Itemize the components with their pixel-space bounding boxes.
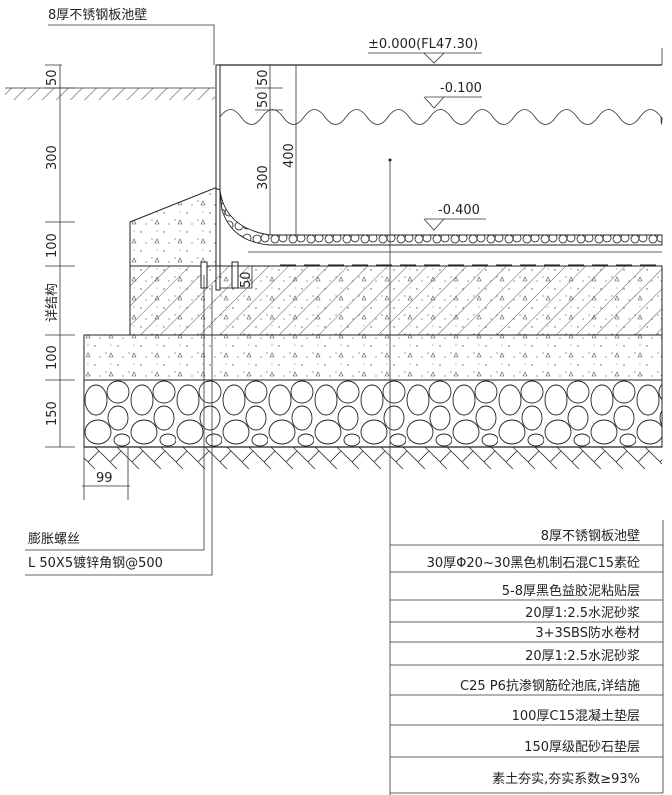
angle-leader bbox=[25, 285, 213, 576]
layer-label: 8厚不锈钢板池壁 bbox=[541, 529, 640, 544]
pebble-layer bbox=[219, 189, 663, 246]
layer-label: 20厚1:2.5水泥砂浆 bbox=[525, 606, 640, 621]
layer-label: 150厚级配砂石垫层 bbox=[524, 739, 640, 755]
water-surface bbox=[219, 109, 663, 125]
water-marker-icon bbox=[423, 96, 445, 109]
layer-label: 素土夯实,夯实系数≥93% bbox=[492, 772, 640, 787]
inner-dim-c: 300 bbox=[256, 165, 271, 190]
dim-100: 100 bbox=[45, 233, 60, 258]
layer-label: C25 P6抗渗钢筋砼池底,详结施 bbox=[460, 678, 640, 694]
wall-label: 8厚不锈钢板池壁 bbox=[48, 8, 147, 23]
layer-label: 5-8厚黑色益胶泥粘贴层 bbox=[502, 583, 640, 599]
left-dim-ticks bbox=[45, 64, 75, 448]
elevation-top: ±0.000(FL47.30) bbox=[368, 37, 478, 52]
concrete-wedge bbox=[129, 187, 221, 267]
elevation-marker-icon bbox=[423, 52, 445, 64]
leader-dot bbox=[388, 158, 392, 162]
bottom-marker-icon bbox=[423, 218, 445, 231]
wall-leader bbox=[48, 24, 215, 65]
angle-label: L 50X5镀锌角钢@500 bbox=[28, 555, 163, 571]
angle-steel bbox=[219, 265, 253, 289]
layer-label: 30厚Φ20~30黑色机制石混C15素砼 bbox=[427, 555, 640, 571]
layer-list: 8厚不锈钢板池壁 30厚Φ20~30黑色机制石混C15素砼 5-8厚黑色益胶泥粘贴层… bbox=[390, 529, 663, 787]
dim-300: 300 bbox=[45, 145, 60, 170]
layer-label: 3+3SBS防水卷材 bbox=[535, 625, 640, 641]
bolt-leader bbox=[25, 275, 205, 551]
bolt-label: 膨胀螺丝 bbox=[28, 532, 80, 547]
inner-dim-a: 50 bbox=[256, 69, 271, 86]
footing-dim: 99 bbox=[96, 471, 113, 486]
gravel-layer bbox=[83, 379, 663, 448]
dim-100b: 100 bbox=[45, 345, 60, 370]
dim-50: 50 bbox=[45, 69, 60, 86]
elevation-water: -0.100 bbox=[440, 81, 482, 96]
dim-see-structure: 详结构 bbox=[45, 283, 60, 322]
concrete-cushion bbox=[83, 334, 663, 381]
dim-150: 150 bbox=[45, 401, 60, 426]
inner-dim-b: 50 bbox=[256, 91, 271, 108]
layer-label: 20厚1:2.5水泥砂浆 bbox=[525, 649, 640, 664]
ground-hatch bbox=[5, 88, 215, 100]
bolt-dim: 50 bbox=[239, 271, 254, 288]
inner-dim-d: 400 bbox=[282, 143, 297, 168]
elevation-bottom: -0.400 bbox=[438, 203, 480, 218]
slab-texture bbox=[130, 266, 662, 335]
layer-label: 100厚C15混凝土垫层 bbox=[512, 708, 640, 724]
compacted-soil bbox=[84, 447, 662, 469]
